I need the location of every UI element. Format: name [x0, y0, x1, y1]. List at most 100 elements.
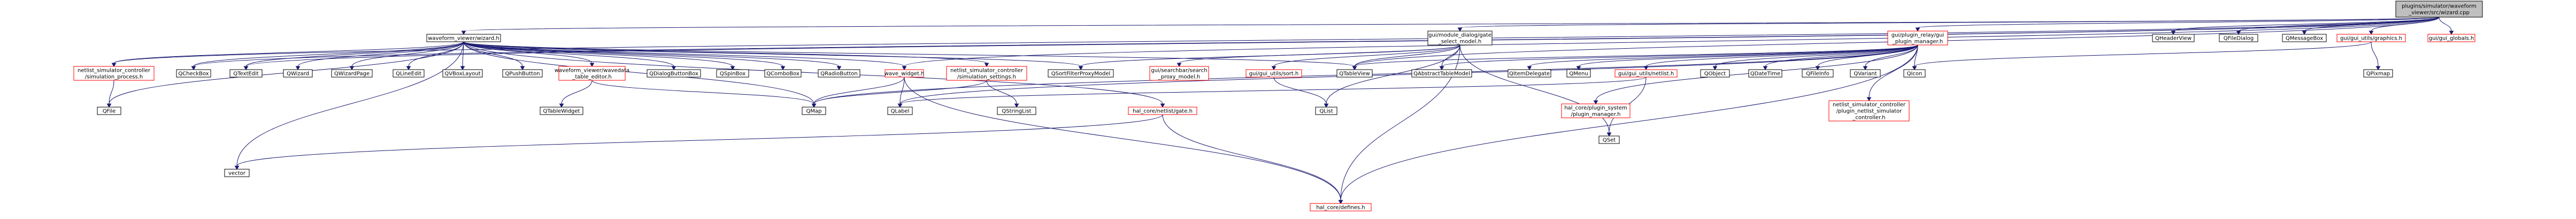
node-label: QRadioButton	[820, 71, 857, 77]
edge-nscap-to-qfile	[106, 80, 114, 108]
node-qheaderview: QHeaderView	[2152, 34, 2195, 42]
node-label: QDialogButtonBox	[649, 71, 698, 77]
node-gsfpm[interactable]: gui/searchbar/search_proxy_model.h	[1149, 66, 1209, 81]
node-label: QSortFilterProxyModel	[1051, 71, 1111, 77]
node-root[interactable]: plugins/simulator/waveform_viewer/src/wi…	[2395, 1, 2483, 18]
node-label: hal_core/netlist/gate.h	[1133, 109, 1193, 115]
node-halnetlistgate[interactable]: hal_core/netlist/gate.h	[1128, 107, 1197, 115]
node-label: gui/gui_globals.h	[2429, 36, 2474, 42]
node-haldefines[interactable]: hal_core/defines.h	[1310, 203, 1372, 212]
edge-wvdte-to-qmap	[591, 80, 817, 108]
node-qlabel: QLabel	[887, 107, 913, 115]
edge-wizard_h-to-qwizard	[295, 41, 464, 70]
node-qfiledialog: QFileDialog	[2219, 34, 2258, 42]
node-qpixmap: QPixmap	[2363, 69, 2393, 78]
node-label: QDateTime	[1750, 71, 1780, 77]
node-wvdte[interactable]: waveform_viewer/wavedata_table_editor.h	[555, 66, 629, 81]
node-label: _viewer/src/wizard.cpp	[2408, 10, 2470, 16]
node-label: QMenu	[1569, 71, 1588, 77]
node-label: QList	[1319, 109, 1333, 115]
edge-wizard_h-to-qtextedit	[243, 41, 464, 70]
node-qdialogbb: QDialogButtonBox	[647, 69, 701, 78]
node-label: gui/gui_utils/netlist.h	[1618, 71, 1674, 77]
node-nspnsc[interactable]: netlist_simulator_controller/plugin_netl…	[1828, 100, 1910, 122]
node-nscap[interactable]: netlist_simulator_controller/simulation_…	[73, 66, 155, 81]
node-label: gui/module_dialog/gate	[1428, 33, 1491, 39]
node-qcheckbox: QCheckBox	[176, 69, 211, 78]
edge-guisort-to-qlist	[1273, 77, 1329, 108]
node-guisort[interactable]: gui/gui_utils/sort.h	[1245, 69, 1302, 78]
node-label: QItemDelegate	[1509, 71, 1550, 77]
edge-wizard_h-to-qspinbox	[463, 41, 735, 70]
node-globals[interactable]: gui/gui_globals.h	[2427, 34, 2475, 42]
node-label: QMap	[806, 109, 822, 115]
edge-wizard_h-to-wavewidget	[463, 41, 907, 70]
node-label: QTableView	[1339, 71, 1370, 77]
edge-prm-to-qmenu	[1576, 44, 1918, 70]
node-prm[interactable]: gui/plugin_relay/gui_plugin_manager.h	[1887, 31, 1948, 46]
node-label: vector	[228, 171, 246, 177]
edge-prm-to-guinetlist	[1643, 44, 1918, 70]
edge-wizard_h-to-halnetlistgate	[463, 41, 1165, 108]
node-label: QLabel	[891, 109, 910, 115]
edge-root-to-wavewidget	[902, 17, 2440, 70]
node-label: QFile	[103, 109, 116, 115]
node-qset: QSet	[1598, 135, 1620, 144]
node-qlineedit: QLineEdit	[393, 69, 425, 78]
node-label: /simulation_settings.h	[957, 74, 1016, 80]
node-qmap: QMap	[802, 107, 826, 115]
node-mdsm: gui/module_dialog/gate_select_model.h	[1427, 31, 1493, 46]
node-label: _table_editor.h	[572, 74, 611, 80]
edge-mdsm-to-gsfpm	[1176, 44, 1460, 67]
node-halpsm[interactable]: hal_core/plugin_system/plugin_manager.h	[1561, 103, 1631, 118]
node-label: gui/gui_utils/sort.h	[1249, 71, 1299, 77]
node-qspinbox: QSpinBox	[716, 69, 749, 78]
node-qfile: QFile	[97, 107, 121, 115]
edge-wavewidget-to-haldefines	[904, 77, 1343, 204]
node-wavewidget[interactable]: wave_widget.h	[885, 69, 925, 78]
edge-mdsm-to-guisort	[1271, 44, 1460, 70]
node-label: QComboBox	[766, 71, 799, 77]
edge-nscss-to-qstringlist	[986, 80, 1019, 108]
node-guinetlist[interactable]: gui/gui_utils/netlist.h	[1614, 69, 1678, 78]
edge-halnetlistgate-to-vector	[234, 114, 1163, 170]
node-graphics[interactable]: gui/gui_utils/graphics.h	[2336, 34, 2406, 42]
node-label: gui/searchbar/search	[1151, 68, 1207, 74]
node-label: QVariant	[1854, 71, 1877, 77]
node-label: netlist_simulator_controller	[950, 68, 1024, 74]
edge-halnetlistgate-to-haldefines	[1162, 114, 1343, 204]
node-label: gui/gui_utils/graphics.h	[2340, 36, 2402, 42]
node-label: QStringList	[1002, 109, 1031, 115]
node-nscss[interactable]: netlist_simulator_controller/simulation_…	[946, 66, 1027, 81]
node-qwizard: QWizard	[283, 69, 313, 78]
node-label: wave_widget.h	[885, 71, 925, 77]
node-qlist: QList	[1315, 107, 1337, 115]
node-label: QHeaderView	[2155, 36, 2191, 42]
edge-wizard_h-to-vector	[234, 41, 464, 170]
node-label: plugins/simulator/waveform	[2402, 4, 2477, 10]
node-label: QTableWidget	[543, 109, 580, 115]
node-label: _controller.h	[1852, 115, 1885, 121]
node-label: netlist_simulator_controller	[78, 68, 151, 74]
node-label: gui/plugin_relay/gui	[1891, 33, 1944, 39]
edge-root-to-prm	[1915, 17, 2440, 32]
node-label: QSpinBox	[720, 71, 745, 77]
edge-wvdte-to-qtablewidget	[559, 80, 593, 108]
edge-wavewidget-to-qmap	[811, 77, 905, 108]
node-qmessagebox: QMessageBox	[2282, 34, 2327, 42]
edge-layer	[106, 17, 2454, 204]
node-label: QCheckBox	[178, 71, 209, 77]
node-qpushbutton: QPushButton	[502, 69, 543, 78]
edge-graphics-to-qicon	[1912, 41, 2372, 70]
node-layer: plugins/simulator/waveform_viewer/src/wi…	[73, 1, 2483, 212]
node-qobject: QObject	[1700, 69, 1730, 78]
node-qstringlist: QStringList	[997, 107, 1036, 115]
node-label: waveform_viewer/wavedata	[555, 68, 629, 74]
node-qvboxlayout: QVBoxLayout	[442, 69, 483, 78]
edge-graphics-to-qpixmap	[2371, 41, 2381, 70]
node-label: /simulation_process.h	[85, 74, 143, 80]
node-label: QSet	[1603, 138, 1616, 144]
edge-wizard_h-to-qradiobutton	[463, 41, 842, 70]
node-label: QObject	[1704, 71, 1726, 77]
node-qdatetime: QDateTime	[1748, 69, 1782, 78]
